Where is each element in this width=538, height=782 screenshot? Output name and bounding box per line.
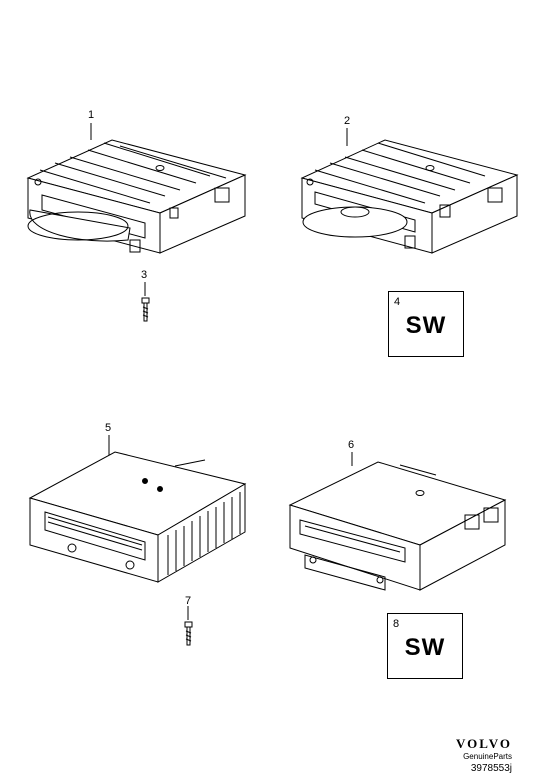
brand-subtitle: GenuineParts	[463, 752, 512, 761]
software-box-4: 4 SW	[388, 291, 464, 357]
brand-logo: VOLVO	[456, 736, 512, 751]
software-box-8: 8 SW	[387, 613, 463, 679]
callout-6: 6	[348, 439, 355, 451]
brand-block: VOLVO GenuineParts 3978553j	[456, 736, 512, 774]
sw-label: SW	[404, 634, 446, 661]
callout-5: 5	[105, 422, 112, 434]
callout-7: 7	[185, 595, 192, 607]
callout-4: 4	[394, 296, 401, 308]
part-5-radio-unit	[28, 451, 247, 583]
part-7-screw	[184, 621, 193, 646]
callout-1: 1	[88, 109, 95, 121]
sw-label: SW	[405, 312, 447, 339]
part-2-cd-player	[300, 139, 519, 254]
part-6-cd-player	[288, 461, 507, 591]
part-3-screw	[141, 297, 150, 322]
callout-8: 8	[393, 618, 400, 630]
callout-2: 2	[344, 115, 351, 127]
part-number: 3978553j	[470, 763, 512, 774]
callout-3: 3	[141, 269, 148, 281]
part-1-cd-player	[26, 139, 247, 254]
